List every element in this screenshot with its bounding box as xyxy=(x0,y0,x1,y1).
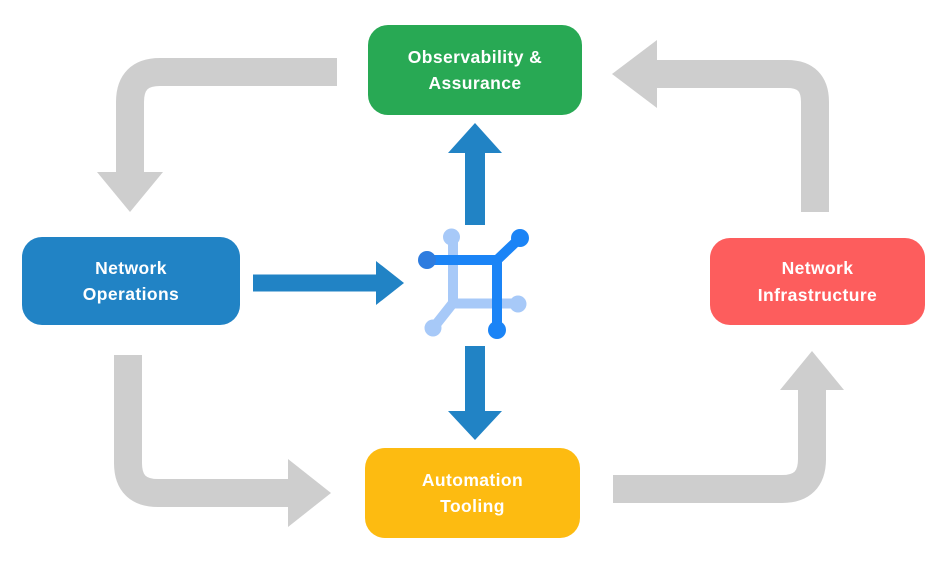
network-platform-icon xyxy=(418,228,529,339)
arrow-operations-to-automation xyxy=(114,355,331,527)
node-network-operations-label: Network Operations xyxy=(82,257,180,304)
node-network-infrastructure: Network Infrastructure xyxy=(710,238,925,325)
arrow-platform-to-automation xyxy=(448,346,502,440)
arrow-infrastructure-to-observability xyxy=(612,40,829,212)
node-network-infrastructure-label: Network Infrastructure xyxy=(757,258,878,305)
icon-node-right xyxy=(509,295,527,313)
icon-node-bottom xyxy=(488,321,506,339)
arrow-automation-to-infrastructure xyxy=(613,351,844,503)
node-network-operations: Network Operations xyxy=(22,237,240,325)
icon-node-bottom-far-left xyxy=(424,319,442,337)
icon-node-left xyxy=(418,251,436,269)
node-observability-assurance-label: Observability & Assurance xyxy=(407,46,543,93)
icon-node-top-right xyxy=(511,229,529,247)
arrow-operations-to-platform xyxy=(253,261,404,305)
node-automation-tooling-label: Automation Tooling xyxy=(421,469,524,516)
arrow-observability-to-operations xyxy=(97,58,337,212)
icon-node-top-left xyxy=(443,228,460,246)
node-observability-assurance: Observability & Assurance xyxy=(368,25,582,115)
node-automation-tooling: Automation Tooling xyxy=(365,448,580,538)
arrow-platform-to-observability xyxy=(448,123,502,225)
